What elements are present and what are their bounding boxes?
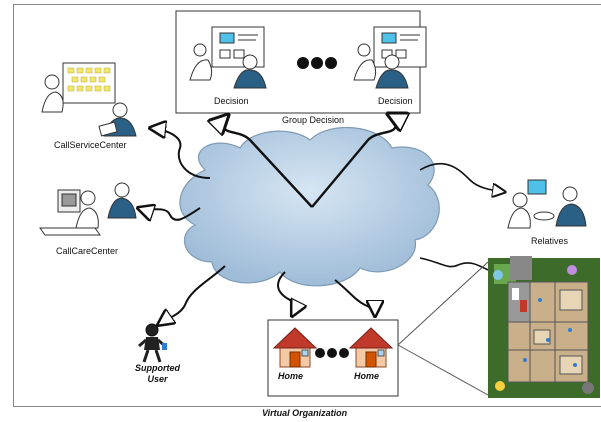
house-right-icon bbox=[348, 327, 394, 368]
ellipsis-dots-top bbox=[297, 57, 337, 69]
decision-scene-left bbox=[189, 26, 267, 89]
label-decision-right: Decision bbox=[378, 96, 413, 106]
label-relatives: Relatives bbox=[531, 236, 569, 246]
link-cloud-house-plan bbox=[419, 257, 489, 271]
relatives-illustration bbox=[507, 179, 587, 229]
house-left-icon bbox=[272, 327, 318, 368]
label-home-right: Home bbox=[354, 371, 380, 381]
ellipsis-dots-home bbox=[315, 348, 349, 358]
network-cloud bbox=[179, 126, 440, 287]
label-callservicecenter: CallServiceCenter bbox=[54, 140, 127, 150]
house-floor-plan bbox=[488, 256, 600, 398]
virtual-organization-frame bbox=[13, 4, 601, 407]
callcarecenter-illustration bbox=[39, 182, 137, 236]
label-group-decision: Group Decision bbox=[282, 115, 345, 125]
link-cloud-home-left bbox=[277, 271, 294, 316]
callservicecenter-illustration bbox=[41, 62, 137, 137]
decision-scene-right bbox=[353, 26, 427, 89]
supported-user-figure bbox=[138, 323, 167, 363]
link-cloud-supported-user bbox=[158, 265, 226, 325]
label-decision-left: Decision bbox=[214, 96, 249, 106]
link-cloud-callcarecenter bbox=[138, 208, 201, 220]
link-cloud-decision-left bbox=[221, 115, 313, 208]
label-home-left: Home bbox=[278, 371, 304, 381]
link-cloud-callservicecenter bbox=[150, 128, 211, 179]
label-virtual-organization: Virtual Organization bbox=[262, 408, 348, 418]
label-callcarecenter: CallCareCenter bbox=[56, 246, 119, 256]
link-cloud-relatives bbox=[419, 162, 505, 192]
zoom-wedge bbox=[397, 261, 489, 396]
label-supported-user: Supported User bbox=[135, 363, 180, 384]
link-cloud-home-right bbox=[334, 279, 375, 316]
link-cloud-decision-right bbox=[311, 114, 396, 208]
